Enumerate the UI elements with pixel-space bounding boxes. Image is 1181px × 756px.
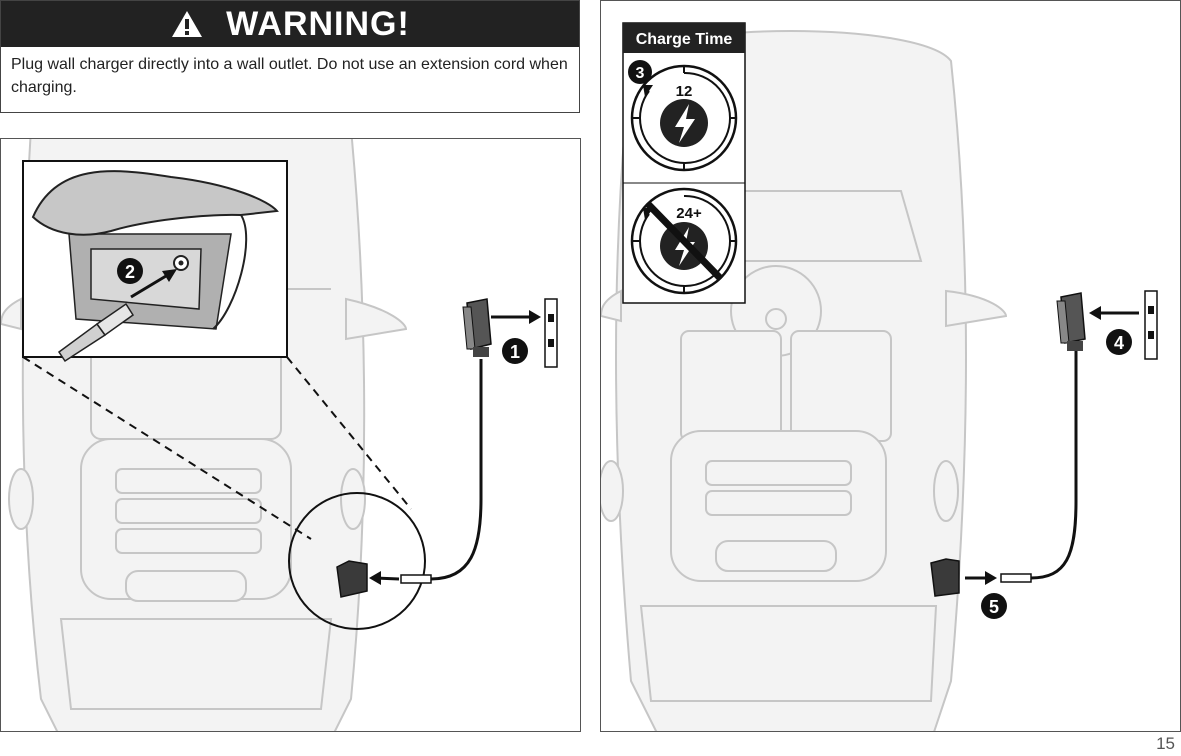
left-illustration: 1 2	[1, 139, 558, 731]
step-1-badge: 1	[502, 338, 528, 364]
wall-outlet-right	[1144, 290, 1158, 360]
inset-detail: 2	[22, 160, 288, 363]
warning-title: WARNING!	[226, 4, 410, 43]
charge-clock-normal: 12	[630, 64, 738, 172]
step-3-label: 3	[636, 65, 645, 82]
warning-triangle-icon	[172, 11, 203, 37]
charge-port	[336, 560, 368, 598]
charging-panel: 4 5 Charge Time 12	[600, 0, 1181, 732]
wall-charger-adapter-right	[1056, 292, 1086, 351]
charge-time-box: Charge Time 12 3	[622, 22, 746, 304]
step-3-badge: 3	[628, 60, 652, 84]
plug-in-charger-panel: 1 2	[0, 138, 581, 732]
step-1-label: 1	[510, 342, 520, 362]
charge-time-label: Charge Time	[636, 31, 733, 48]
max-hours: 24+	[676, 205, 702, 222]
wall-charger-adapter	[462, 298, 492, 357]
normal-hours: 12	[676, 83, 693, 100]
charger-cord	[430, 359, 483, 581]
charge-clock-max: 24+	[630, 187, 738, 295]
page-number: 15	[1156, 734, 1175, 753]
lightning-icon	[675, 104, 695, 143]
warning-header: WARNING!	[1, 1, 579, 47]
wall-outlet	[544, 298, 558, 368]
warning-text: Plug wall charger directly into a wall o…	[11, 56, 568, 96]
charge-port-right	[930, 558, 960, 597]
step-2-label: 2	[125, 262, 135, 282]
step-2-badge: 2	[117, 258, 143, 284]
step-5-badge: 5	[981, 593, 1007, 619]
prohibited-slash-icon	[645, 201, 724, 282]
right-illustration: 4 5 Charge Time 12	[601, 22, 1158, 731]
charger-plug	[400, 574, 432, 584]
warning-box: WARNING! Plug wall charger directly into…	[0, 0, 580, 113]
step-5-label: 5	[989, 597, 999, 617]
step-4-label: 4	[1114, 333, 1124, 353]
step-4-badge: 4	[1106, 329, 1132, 355]
charger-plug-right	[1000, 573, 1032, 583]
charger-cord-right	[1030, 351, 1078, 580]
